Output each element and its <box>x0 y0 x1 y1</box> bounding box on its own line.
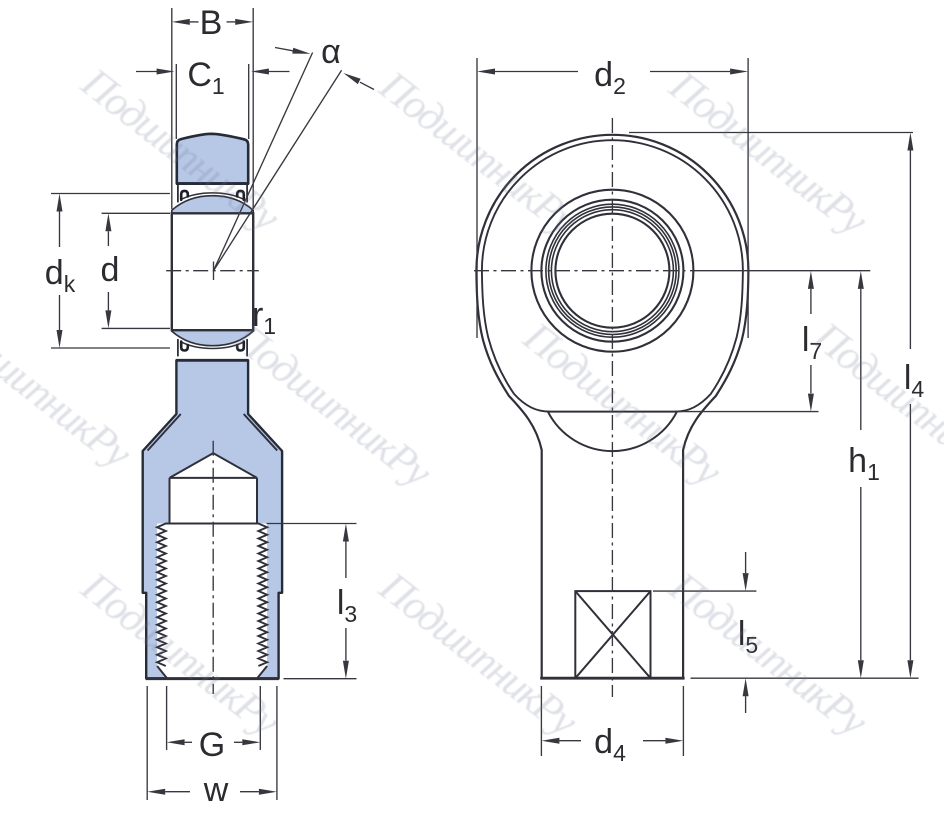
svg-text:w: w <box>203 771 229 808</box>
svg-text:d: d <box>101 251 120 289</box>
svg-text:h1: h1 <box>848 442 880 485</box>
svg-text:G: G <box>199 726 225 764</box>
svg-text:α: α <box>321 33 341 71</box>
svg-text:B: B <box>200 4 223 42</box>
